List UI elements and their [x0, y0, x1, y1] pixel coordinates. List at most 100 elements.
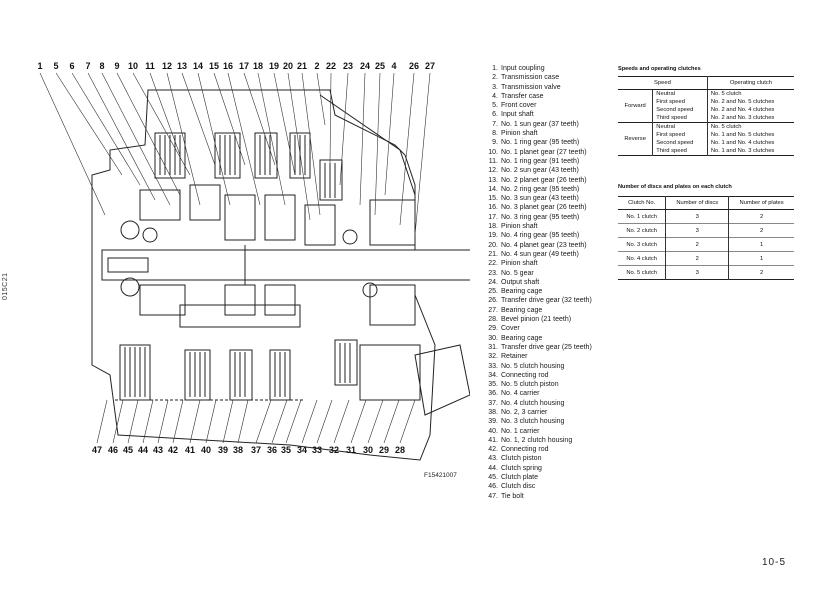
part-number: 13. — [488, 176, 498, 184]
main-shaft — [101, 249, 473, 281]
leader-line — [399, 72, 415, 226]
lower-clutch-packs — [115, 339, 358, 401]
callout-label-bottom: 44 — [138, 445, 148, 455]
part-number: 47. — [488, 492, 498, 500]
clutch-cell: No. 1 and No. 5 clutches — [710, 132, 775, 138]
callout-label-top: 10 — [128, 61, 138, 71]
clutch-cell: No. 1 and No. 3 clutches — [710, 148, 775, 154]
callout-label-top: 6 — [69, 61, 74, 71]
parts-list-item: 37.No. 4 clutch housing — [484, 399, 614, 408]
leader-line — [222, 399, 234, 444]
leader-line — [127, 399, 139, 444]
plates-cell: 1 — [728, 251, 794, 266]
leader-line — [132, 72, 191, 176]
part-number: 33. — [488, 362, 498, 370]
part-name: Connecting rod — [501, 371, 549, 379]
callout-label-top: 21 — [297, 61, 307, 71]
parts-list-item: 9.No. 1 ring gear (95 teeth) — [484, 138, 614, 147]
leader-line — [112, 399, 124, 444]
part-name: No. 3 clutch housing — [501, 418, 565, 426]
leader-line — [87, 72, 156, 201]
callout-label-bottom: 32 — [329, 445, 339, 455]
clutch-no-header: Clutch No. — [618, 196, 666, 210]
leader-line — [301, 399, 318, 444]
callout-label-top: 15 — [209, 61, 219, 71]
part-name: Input shaft — [501, 111, 534, 119]
part-name: Transfer drive gear (32 teeth) — [501, 297, 592, 305]
part-name: Clutch plate — [501, 474, 538, 482]
parts-list-item: 30.Bearing cage — [484, 334, 614, 343]
parts-list-item: 47.Tie bolt — [484, 492, 614, 501]
leader-line — [149, 72, 181, 156]
parts-list-item: 11.No. 1 ring gear (91 teeth) — [484, 157, 614, 166]
leader-line — [301, 72, 321, 216]
callout-label-top: 16 — [223, 61, 233, 71]
part-name: No. 3 ring gear (95 teeth) — [501, 213, 580, 221]
part-name: Bearing cage — [501, 334, 543, 342]
part-name: No. 4 carrier — [501, 390, 540, 398]
leader-line — [197, 72, 231, 206]
parts-list-item: 15.No. 3 sun gear (43 teeth) — [484, 194, 614, 203]
part-name: Front cover — [501, 102, 537, 110]
leader-line — [414, 72, 431, 236]
callout-label-top: 26 — [409, 61, 419, 71]
part-name: No. 4 sun gear (49 teeth) — [501, 250, 579, 258]
callout-label-top: 11 — [145, 61, 155, 71]
side-code: 015C21 — [2, 272, 9, 300]
callout-label-bottom: 43 — [153, 445, 163, 455]
part-name: Bevel pinion (21 teeth) — [501, 316, 572, 324]
upper-gear-sets — [120, 184, 416, 246]
callout-label-top: 4 — [391, 61, 396, 71]
parts-list-item: 41.No. 1, 2 clutch housing — [484, 436, 614, 445]
parts-list-item: 14.No. 2 ring gear (95 teeth) — [484, 185, 614, 194]
leader-line — [339, 72, 349, 186]
leader-line — [227, 72, 261, 206]
part-number: 20. — [488, 241, 498, 249]
part-number: 30. — [488, 334, 498, 342]
parts-list-item: 20.No. 4 planet gear (23 teeth) — [484, 241, 614, 250]
part-number: 46. — [488, 483, 498, 491]
leader-line — [55, 72, 123, 176]
part-number: 37. — [488, 399, 498, 407]
part-number: 7. — [492, 120, 498, 128]
leader-line — [257, 72, 286, 206]
callout-label-bottom: 40 — [201, 445, 211, 455]
callout-label-top: 9 — [114, 61, 119, 71]
clutch-no-cell: No. 5 clutch — [618, 265, 666, 280]
part-number: 41. — [488, 436, 498, 444]
part-name: No. 4 ring gear (95 teeth) — [501, 232, 580, 240]
parts-list-item: 32.Retainer — [484, 352, 614, 361]
part-name: No. 2 planet gear (26 teeth) — [501, 176, 587, 184]
callout-label-top: 13 — [177, 61, 187, 71]
parts-list-item: 6.Input shaft — [484, 110, 614, 119]
parts-list-item: 7.No. 1 sun gear (37 teeth) — [484, 120, 614, 129]
callout-label-bottom: 33 — [312, 445, 322, 455]
plates-cell: 2 — [728, 265, 794, 280]
callout-label-bottom: 45 — [123, 445, 133, 455]
leader-line — [181, 72, 216, 166]
leader-line — [213, 72, 246, 166]
clutch-cell: No. 2 and No. 3 clutches — [710, 115, 775, 121]
part-number: 38. — [488, 408, 498, 416]
part-name: No. 1 ring gear (91 teeth) — [501, 157, 580, 165]
part-name: No. 2 ring gear (95 teeth) — [501, 185, 580, 193]
parts-list-item: 19.No. 4 ring gear (95 teeth) — [484, 231, 614, 240]
parts-list-item: 45.Clutch plate — [484, 473, 614, 482]
clutch-cell: No. 1 and No. 4 clutches — [710, 140, 775, 146]
leader-line — [157, 399, 169, 444]
part-name: No. 5 clutch housing — [501, 362, 565, 370]
leader-line — [316, 399, 333, 444]
discs-cell: 2 — [665, 251, 729, 266]
part-number: 15. — [488, 195, 498, 203]
callout-label-top: 22 — [326, 61, 336, 71]
leader-line — [39, 72, 106, 216]
part-number: 5. — [492, 102, 498, 110]
operating-clutch-header: Operating clutch — [707, 76, 794, 90]
speed-cell: Third speed — [652, 114, 708, 123]
part-number: 4. — [492, 92, 498, 100]
parts-list-item: 21.No. 4 sun gear (49 teeth) — [484, 250, 614, 259]
